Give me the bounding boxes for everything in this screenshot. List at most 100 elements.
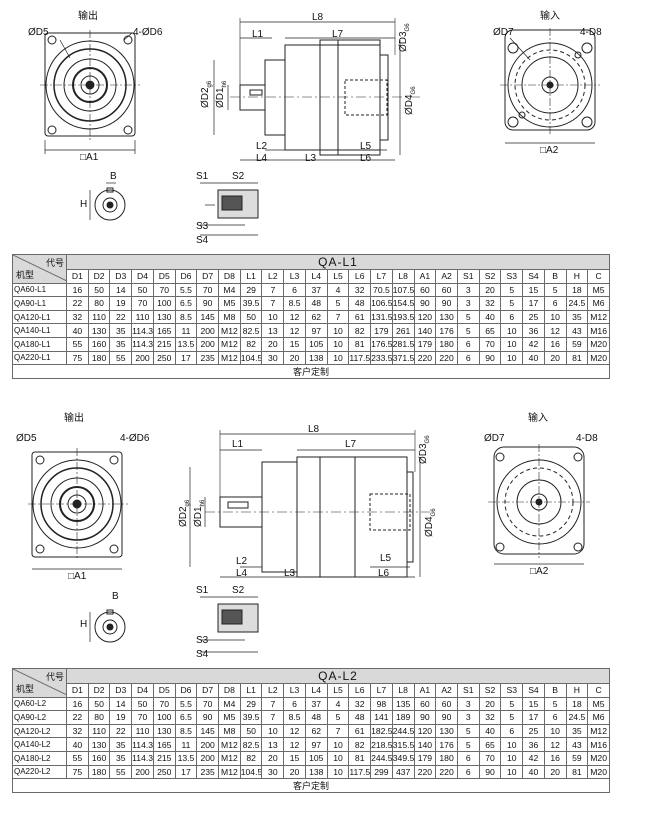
value-cell: 48 [304, 710, 328, 725]
value-cell: 59 [565, 750, 589, 766]
column-header: A1 [413, 269, 437, 284]
column-header: B [543, 269, 567, 284]
value-cell: 70 [196, 696, 220, 712]
value-cell: 3 [456, 282, 480, 298]
value-cell: 100 [152, 296, 176, 311]
value-cell: 130 [152, 723, 176, 739]
value-cell: 220 [435, 350, 458, 366]
label-b-2: B [112, 591, 119, 602]
value-cell: 17 [174, 764, 198, 780]
value-cell: 20 [283, 350, 306, 366]
value-cell: 42 [522, 750, 545, 766]
model-cell: QA120-L1 [12, 309, 67, 325]
value-cell: 7 [261, 696, 285, 712]
value-cell: 5.5 [174, 696, 198, 712]
value-cell: M12 [587, 723, 610, 739]
column-header: D8 [218, 269, 241, 284]
value-cell: 218.5 [370, 737, 393, 752]
value-cell: 29 [239, 282, 263, 298]
value-cell: 75 [66, 764, 89, 780]
value-cell: 30 [261, 350, 285, 366]
value-cell: 10 [261, 723, 285, 739]
value-cell: 437 [391, 764, 415, 780]
value-cell: 12 [283, 323, 306, 338]
value-cell: 10 [326, 750, 350, 766]
value-cell: 165 [152, 737, 176, 752]
label-l4-2: L4 [236, 568, 248, 579]
value-cell: 10 [543, 309, 567, 325]
value-cell: 20 [478, 282, 502, 298]
column-header: L6 [348, 269, 372, 284]
value-cell: 10 [261, 309, 285, 325]
value-cell: 13.5 [174, 336, 198, 352]
value-cell: 90 [478, 350, 502, 366]
value-cell: 12 [283, 723, 306, 739]
value-cell: 48 [304, 296, 328, 311]
value-cell: 220 [413, 764, 437, 780]
value-cell: 10 [326, 336, 350, 352]
column-header: L3 [283, 683, 306, 698]
label-d8: 4-D8 [580, 27, 602, 38]
label-s1-2: S1 [196, 585, 209, 596]
value-cell: 70 [196, 282, 220, 298]
code-label-2: 代号 [45, 672, 64, 682]
value-cell: 110 [131, 723, 154, 739]
value-cell: 7 [261, 296, 285, 311]
value-cell: 32 [66, 723, 89, 739]
value-cell: 117.5 [348, 350, 372, 366]
column-header: C [587, 683, 610, 698]
value-cell: 90 [435, 710, 458, 725]
value-cell: 6 [456, 750, 480, 766]
value-cell: 17 [174, 350, 198, 366]
value-cell: 371.5 [391, 350, 415, 366]
value-cell: 35 [109, 323, 133, 338]
value-cell: 35 [565, 723, 589, 739]
value-cell: 5 [456, 309, 480, 325]
column-header: D1 [66, 269, 89, 284]
value-cell: 82 [348, 323, 372, 338]
label-d3-2: ØD3G6 [418, 435, 431, 464]
column-header: S4 [522, 683, 545, 698]
value-cell: 105 [304, 750, 328, 766]
value-cell: M16 [587, 323, 610, 338]
value-cell: 5 [500, 282, 524, 298]
value-cell: 138 [304, 350, 328, 366]
value-cell: 17 [522, 710, 545, 725]
value-cell: 107.5 [391, 282, 415, 298]
label-h: H [80, 199, 88, 210]
value-cell: 200 [131, 350, 154, 366]
value-cell: 70 [131, 710, 154, 725]
value-cell: 176 [435, 323, 458, 338]
label-l1-2: L1 [232, 439, 244, 450]
label-a2-2: □A2 [530, 566, 549, 577]
value-cell: 10 [543, 723, 567, 739]
value-cell: 179 [370, 323, 393, 338]
value-cell: 180 [87, 350, 111, 366]
column-header: L4 [304, 269, 328, 284]
value-cell: 349.5 [391, 750, 415, 766]
column-header: L5 [326, 683, 350, 698]
label-d3: ØD3G6 [398, 23, 411, 52]
column-header: L7 [370, 683, 393, 698]
value-cell: 180 [87, 764, 111, 780]
value-cell: 165 [152, 323, 176, 338]
value-cell: 104.5 [239, 764, 263, 780]
value-cell: M8 [218, 723, 241, 739]
value-cell: 22 [109, 309, 133, 325]
value-cell: 244.5 [370, 750, 393, 766]
value-cell: 20 [543, 764, 567, 780]
value-cell: 32 [348, 696, 372, 712]
column-header: A2 [435, 269, 458, 284]
value-cell: 70 [131, 296, 154, 311]
value-cell: M12 [218, 750, 241, 766]
value-cell: M4 [218, 696, 241, 712]
value-cell: 13 [261, 737, 285, 752]
column-header: L8 [391, 683, 415, 698]
value-cell: 244.5 [391, 723, 415, 739]
value-cell: 15 [283, 336, 306, 352]
value-cell: 5.5 [174, 282, 198, 298]
label-l1: L1 [252, 29, 264, 40]
value-cell: 6 [456, 764, 480, 780]
